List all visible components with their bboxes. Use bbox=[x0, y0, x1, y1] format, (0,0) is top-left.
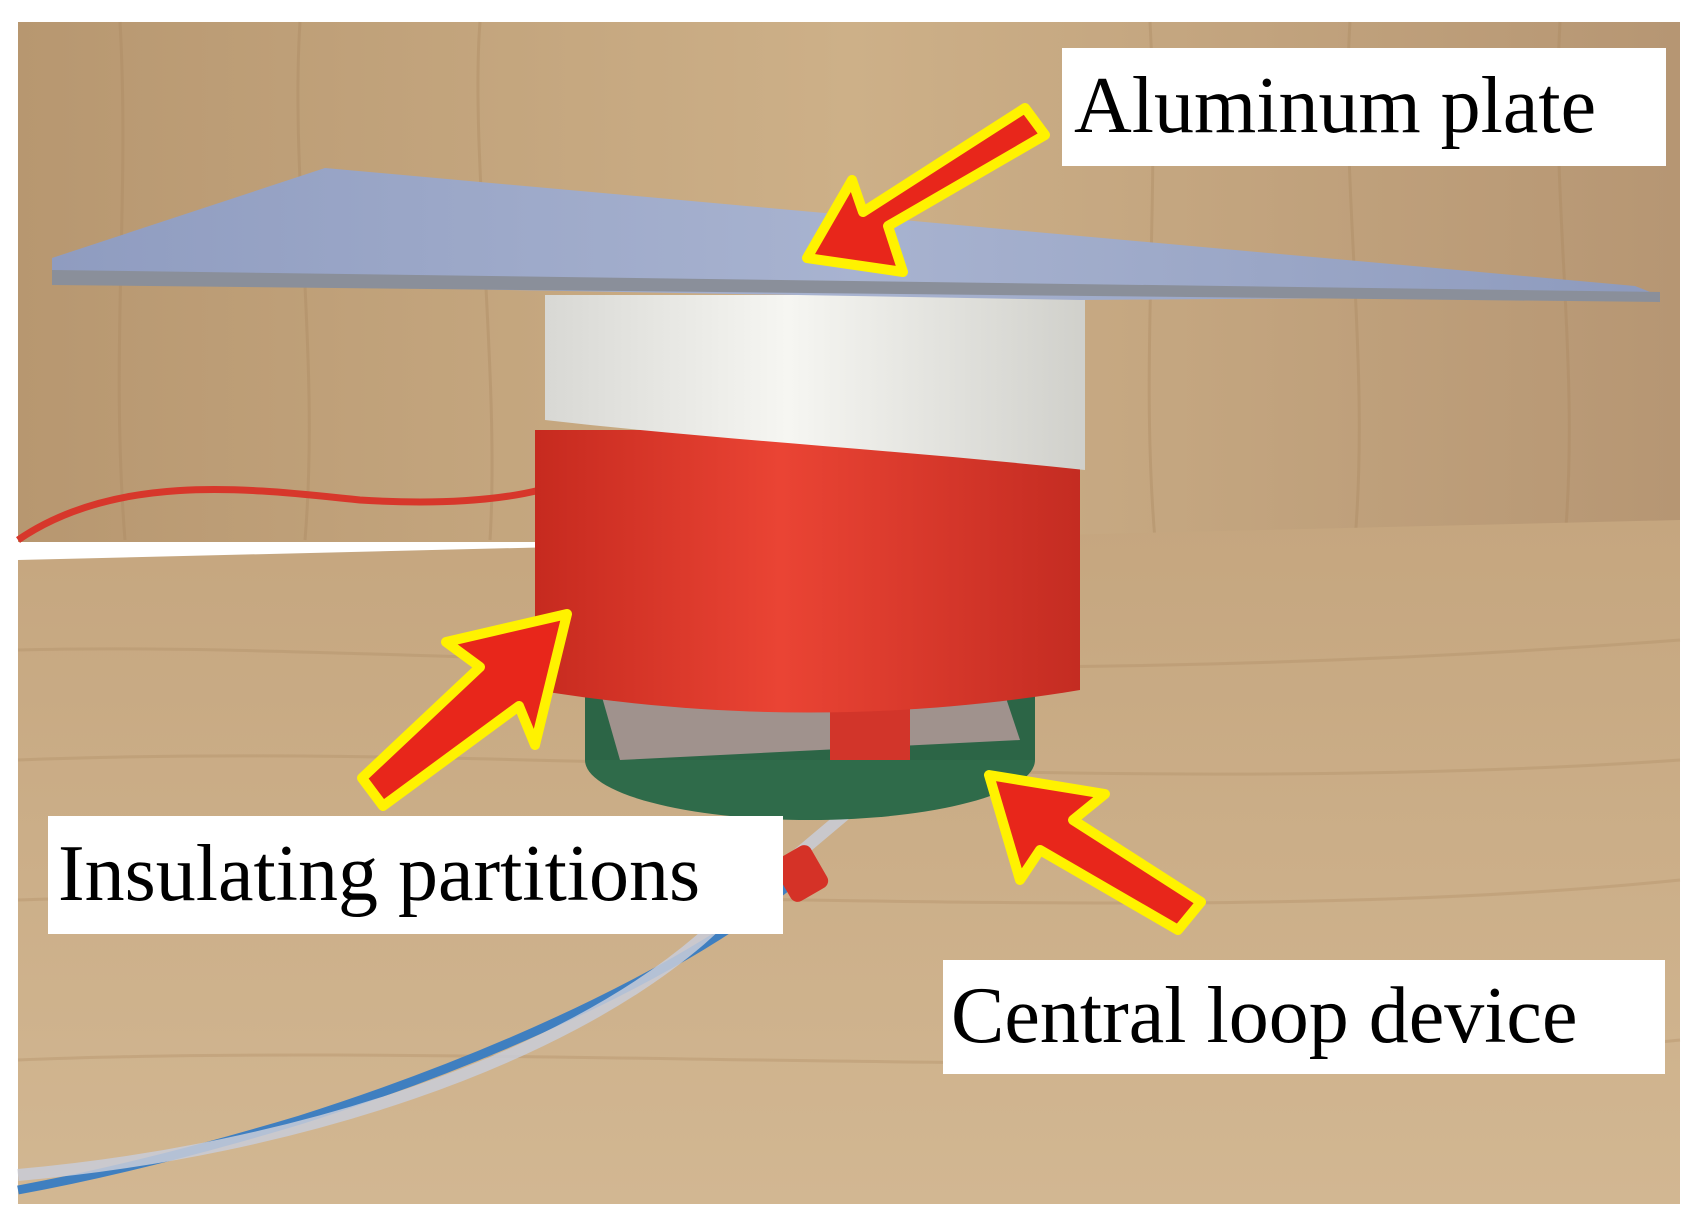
arrow-icon bbox=[802, 103, 1050, 277]
cable-connector bbox=[773, 845, 829, 902]
aluminum-plate-edge bbox=[52, 270, 1660, 302]
red-band bbox=[535, 430, 1080, 713]
red-cable bbox=[16, 486, 541, 543]
arrow-icon bbox=[357, 609, 572, 811]
aluminum-plate-label: Aluminum plate bbox=[1062, 48, 1666, 166]
arrow-icon bbox=[984, 770, 1206, 935]
insulating-partitions-label: Insulating partitions bbox=[48, 816, 783, 934]
central-loop-device-label: Central loop device bbox=[943, 960, 1665, 1074]
white-cylinder bbox=[545, 295, 1085, 470]
